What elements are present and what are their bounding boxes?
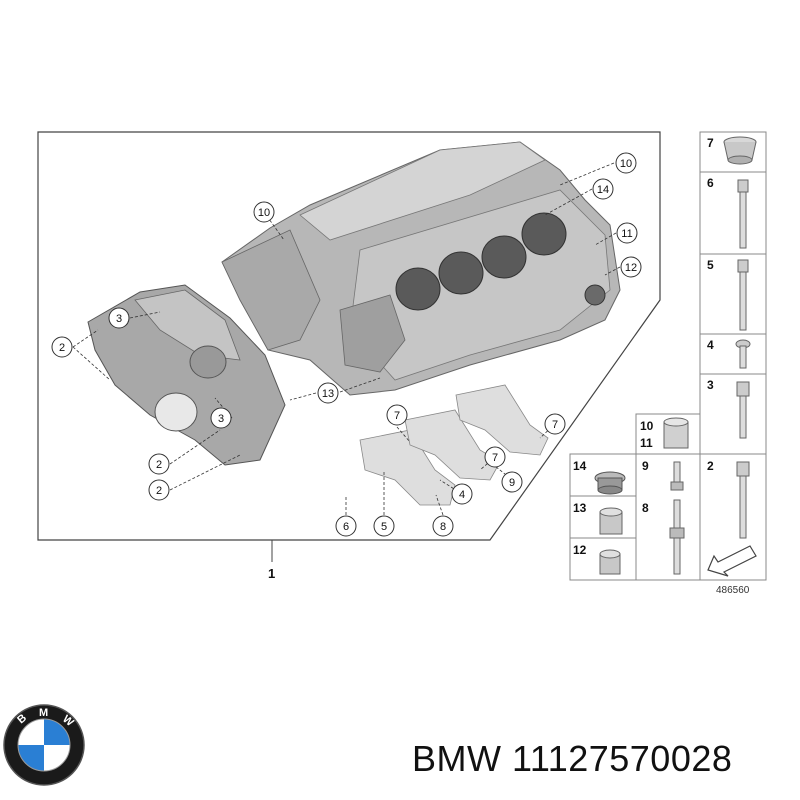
assembly-frame <box>37 131 661 541</box>
callout-7-left: 7 <box>386 404 408 426</box>
legend-num-2: 2 <box>707 459 714 473</box>
part-number: 11127570028 <box>512 738 733 779</box>
legend-num-7: 7 <box>707 136 714 150</box>
svg-text:9: 9 <box>509 477 515 489</box>
svg-text:6: 6 <box>343 521 349 533</box>
callout-14: 14 <box>592 178 614 200</box>
callout-10-top: 10 <box>253 201 275 223</box>
legend-num-8: 8 <box>642 501 649 515</box>
callout-7-right: 7 <box>544 413 566 435</box>
svg-text:3: 3 <box>218 413 224 425</box>
svg-text:5: 5 <box>381 521 387 533</box>
svg-text:11: 11 <box>621 228 632 240</box>
legend-part-3-bolt <box>736 381 750 439</box>
callout-5: 5 <box>373 515 395 537</box>
arrow-icon <box>707 545 757 577</box>
svg-text:M: M <box>39 707 48 719</box>
callout-10-right: 10 <box>615 152 637 174</box>
svg-text:2: 2 <box>156 485 162 497</box>
callout-3-lower: 3 <box>210 407 232 429</box>
svg-text:10: 10 <box>620 158 632 170</box>
callout-7-middle: 7 <box>484 446 506 468</box>
svg-text:3: 3 <box>116 313 122 325</box>
callout-2-lower: 2 <box>148 479 170 501</box>
svg-text:7: 7 <box>394 410 400 422</box>
callout-3-upper: 3 <box>108 307 130 329</box>
part-caption: BMW 11127570028 <box>412 738 732 780</box>
svg-text:2: 2 <box>59 342 65 354</box>
callout-12: 12 <box>620 256 642 278</box>
legend-num-12: 12 <box>573 543 587 557</box>
assembly-label: 1 <box>268 566 275 581</box>
callout-2-upper: 2 <box>51 336 73 358</box>
legend-part-12-sleeve <box>599 549 621 575</box>
svg-text:13: 13 <box>322 388 334 400</box>
legend-part-8-stud <box>669 499 685 575</box>
svg-text:8: 8 <box>440 521 446 533</box>
legend-num-11: 11 <box>640 436 653 450</box>
callout-2-middle: 2 <box>148 453 170 475</box>
legend-part-14-plug <box>594 471 626 495</box>
bearing-caps <box>359 384 549 506</box>
legend-part-4-screw <box>735 339 751 369</box>
callout-6: 6 <box>335 515 357 537</box>
legend-num-9: 9 <box>642 459 649 473</box>
svg-text:2: 2 <box>156 459 162 471</box>
reference-number: 486560 <box>716 585 750 596</box>
legend-part-7-bushing <box>723 136 757 165</box>
svg-text:7: 7 <box>552 419 558 431</box>
callout-9: 9 <box>501 471 523 493</box>
legend-num-5: 5 <box>707 258 714 272</box>
leader-lines <box>72 162 621 516</box>
legend-num-13: 13 <box>573 501 587 515</box>
legend-part-2-bolt <box>736 461 750 539</box>
legend-num-3: 3 <box>707 378 714 392</box>
svg-text:12: 12 <box>625 262 637 274</box>
callout-8: 8 <box>432 515 454 537</box>
svg-text:10: 10 <box>258 207 270 219</box>
legend-num-6: 6 <box>707 176 714 190</box>
callout-13: 13 <box>317 382 339 404</box>
legend-num-10: 10 <box>640 419 654 433</box>
svg-text:4: 4 <box>459 489 465 501</box>
timing-cover <box>87 284 286 466</box>
callout-11: 11 <box>616 222 638 244</box>
legend-bolts <box>699 131 767 581</box>
svg-text:7: 7 <box>492 452 498 464</box>
legend-num-4: 4 <box>707 338 714 352</box>
legend-part-13-sleeve <box>599 507 623 535</box>
brand-name: BMW <box>412 738 502 779</box>
legend-num-14: 14 <box>573 459 587 473</box>
legend-part-6-bolt <box>737 179 749 249</box>
engine-block <box>221 141 621 396</box>
callout-4: 4 <box>451 483 473 505</box>
legend-part-5-bolt <box>737 259 749 331</box>
bmw-logo: B M W <box>3 704 85 786</box>
legend-part-9-stud <box>670 461 684 491</box>
svg-text:14: 14 <box>597 184 609 196</box>
legend-part-10-11-sleeve <box>663 417 689 449</box>
